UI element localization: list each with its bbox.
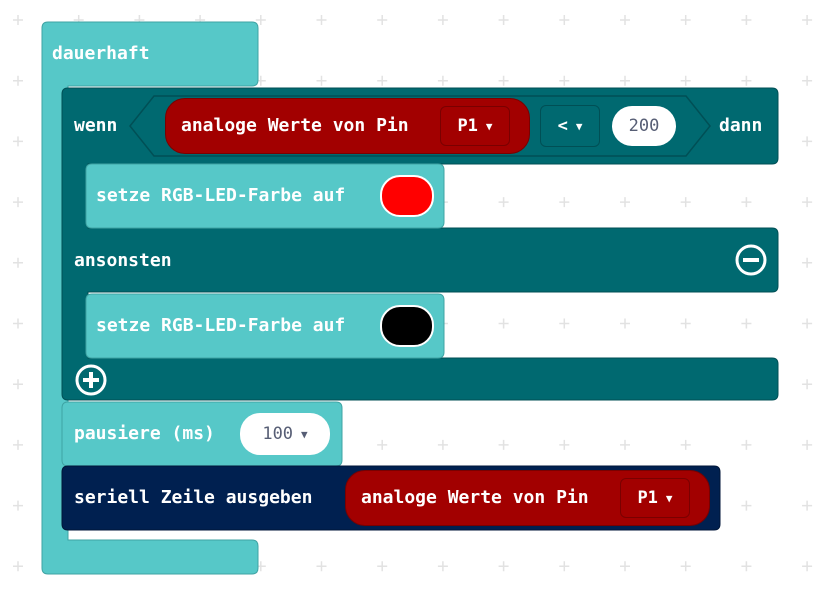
forever-label: dauerhaft (52, 43, 150, 64)
chevron-down-icon: ▼ (665, 491, 673, 505)
pin-value: P1 (457, 116, 478, 136)
analog-read-label: analoge Werte von Pin (181, 115, 409, 136)
set-rgb-label: setze RGB-LED-Farbe auf (96, 185, 346, 206)
pin-dropdown[interactable]: P1 ▼ (440, 106, 510, 146)
serial-label: seriell Zeile ausgeben (74, 487, 313, 508)
minus-circle-icon[interactable] (734, 243, 768, 277)
if-label: wenn (74, 115, 118, 136)
pause-duration-dropdown[interactable]: 100 ▼ (240, 413, 330, 455)
then-label: dann (719, 115, 763, 136)
chevron-down-icon: ▼ (301, 427, 308, 441)
color-picker-black[interactable] (380, 305, 434, 347)
compare-value-input[interactable]: 200 (612, 106, 676, 146)
serial-pin-value: P1 (637, 488, 658, 508)
plus-circle-icon[interactable] (74, 363, 108, 397)
serial-pin-dropdown[interactable]: P1 ▼ (620, 478, 690, 518)
color-picker-red[interactable] (380, 175, 434, 217)
serial-analog-read-label: analoge Werte von Pin (361, 487, 589, 508)
operator-value: < (557, 116, 568, 136)
pause-value: 100 (262, 424, 294, 444)
operator-dropdown[interactable]: < ▼ (540, 105, 600, 147)
set-rgb-label-else: setze RGB-LED-Farbe auf (96, 315, 346, 336)
chevron-down-icon: ▼ (485, 119, 493, 133)
else-label: ansonsten (74, 250, 172, 271)
chevron-down-icon: ▼ (575, 119, 583, 133)
pause-label: pausiere (ms) (74, 423, 215, 444)
